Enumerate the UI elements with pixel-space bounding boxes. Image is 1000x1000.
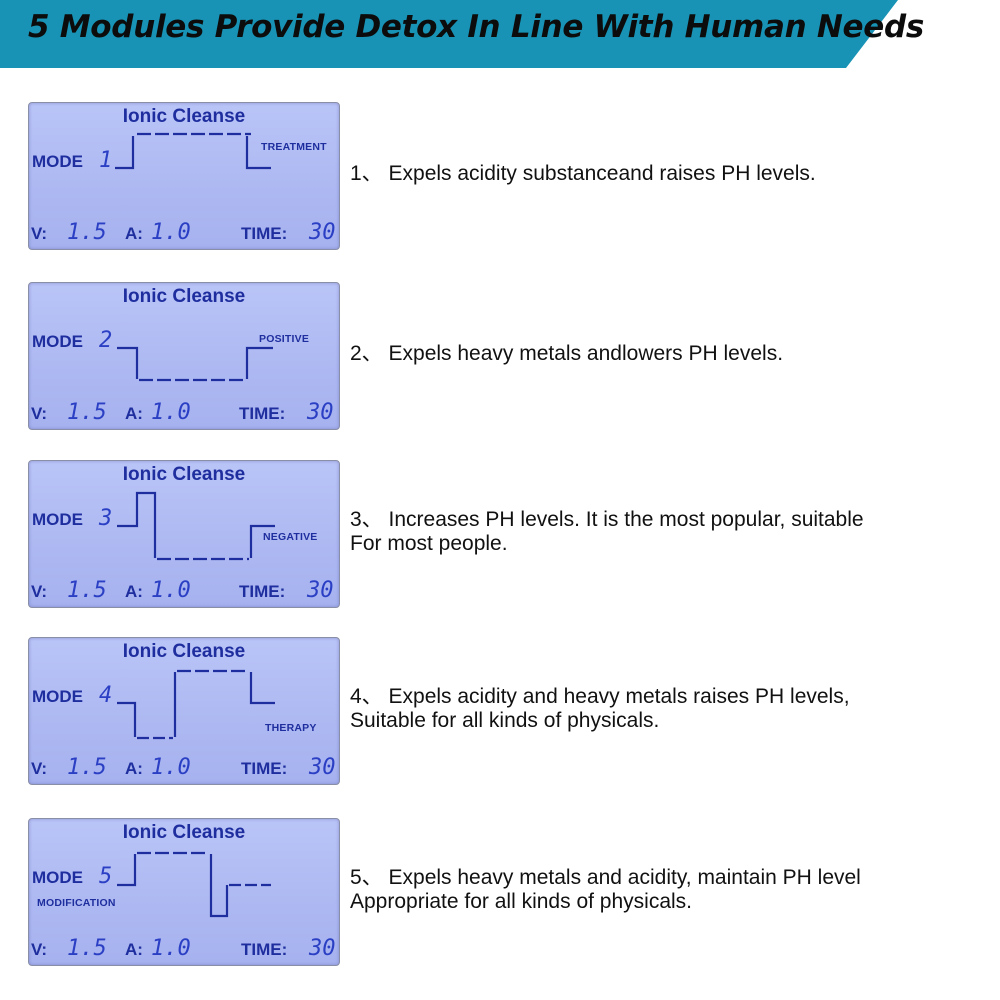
lcd-panel-mode-2: Ionic Cleanse MODE 2 POSITIVE V: 1.5 A: … [28,282,340,430]
mode-description-4: 4、 Expels acidity and heavy metals raise… [350,685,980,733]
panel-title: Ionic Cleanse [122,822,246,843]
voltage-value: 1.5 [67,578,107,603]
mode-tag: TREATMENT [261,141,327,153]
voltage-label: V: [31,404,48,423]
voltage-label: V: [31,582,48,601]
current-label: A: [125,759,143,778]
description-line: Appropriate for all kinds of physicals. [350,890,692,913]
mode-tag: NEGATIVE [263,531,318,543]
time-value: 30 [309,755,336,780]
mode-number: 4 [99,683,113,708]
time-label: TIME: [241,224,288,243]
voltage-label: V: [31,224,48,243]
mode-number: 2 [99,328,113,353]
mode-tag: MODIFICATION [37,897,116,909]
current-label: A: [125,582,143,601]
readout-row: V: 1.5 A: 1.0 TIME: 30 [31,936,337,964]
current-label: A: [125,224,143,243]
current-value: 1.0 [151,220,191,245]
current-value: 1.0 [151,578,191,603]
page-title: 5 Modules Provide Detox In Line With Hum… [28,9,925,45]
readout-row: V: 1.5 A: 1.0 TIME: 30 [31,220,337,248]
mode-tag: THERAPY [265,722,317,734]
time-label: TIME: [239,582,286,601]
time-label: TIME: [239,404,286,423]
time-value: 30 [307,400,334,425]
voltage-value: 1.5 [67,220,107,245]
mode-label: MODE [32,687,83,706]
time-value: 30 [307,578,334,603]
mode-label: MODE [32,510,83,529]
readout-row: V: 1.5 A: 1.0 TIME: 30 [31,578,337,606]
waveform-mode-3 [117,491,275,561]
mode-label: MODE [32,868,83,887]
description-line: For most people. [350,532,508,555]
time-label: TIME: [241,940,288,959]
current-value: 1.0 [151,400,191,425]
waveform-mode-2 [117,346,273,382]
lcd-panel-mode-5: Ionic Cleanse MODE 5 MODIFICATION V: 1.5… [28,818,340,966]
mode-number: 5 [99,864,113,889]
description-line: 2、 Expels heavy metals andlowers PH leve… [350,342,784,365]
voltage-value: 1.5 [67,755,107,780]
mode-number: 1 [99,148,113,173]
mode-description-5: 5、 Expels heavy metals and acidity, main… [350,866,980,914]
panel-title: Ionic Cleanse [122,641,246,662]
description-line: 4、 Expels acidity and heavy metals raise… [350,685,850,708]
lcd-panel-mode-4: Ionic Cleanse MODE 4 THERAPY V: 1.5 A: 1… [28,637,340,785]
waveform-mode-1 [115,132,271,170]
voltage-label: V: [31,940,48,959]
readout-row: V: 1.5 A: 1.0 TIME: 30 [31,755,337,783]
current-label: A: [125,404,143,423]
voltage-value: 1.5 [67,400,107,425]
mode-label: MODE [32,152,83,171]
voltage-label: V: [31,759,48,778]
banner-shape [0,0,898,68]
mode-tag: POSITIVE [259,333,310,345]
readout-row: V: 1.5 A: 1.0 TIME: 30 [31,400,337,428]
current-value: 1.0 [151,755,191,780]
mode-description-2: 2、 Expels heavy metals andlowers PH leve… [350,342,980,366]
current-label: A: [125,940,143,959]
description-line: 5、 Expels heavy metals and acidity, main… [350,866,861,889]
time-value: 30 [309,220,336,245]
mode-label: MODE [32,332,83,351]
time-label: TIME: [241,759,288,778]
time-value: 30 [309,936,336,961]
lcd-panel-mode-1: Ionic Cleanse MODE 1 TREATMENT V: 1.5 A:… [28,102,340,250]
panel-title: Ionic Cleanse [122,106,246,127]
waveform-mode-5 [117,851,271,918]
description-line: 1、 Expels acidity substanceand raises PH… [350,162,816,185]
panel-title: Ionic Cleanse [122,464,246,485]
mode-description-1: 1、 Expels acidity substanceand raises PH… [350,162,980,186]
panel-title: Ionic Cleanse [122,286,246,307]
description-line: 3、 Increases PH levels. It is the most p… [350,508,864,531]
header-banner: 5 Modules Provide Detox In Line With Hum… [0,0,924,68]
voltage-value: 1.5 [67,936,107,961]
lcd-panel-mode-3: Ionic Cleanse MODE 3 NEGATIVE V: 1.5 A: … [28,460,340,608]
mode-description-3: 3、 Increases PH levels. It is the most p… [350,508,980,556]
mode-number: 3 [99,506,113,531]
description-line: Suitable for all kinds of physicals. [350,709,660,732]
waveform-mode-4 [117,669,275,740]
current-value: 1.0 [151,936,191,961]
